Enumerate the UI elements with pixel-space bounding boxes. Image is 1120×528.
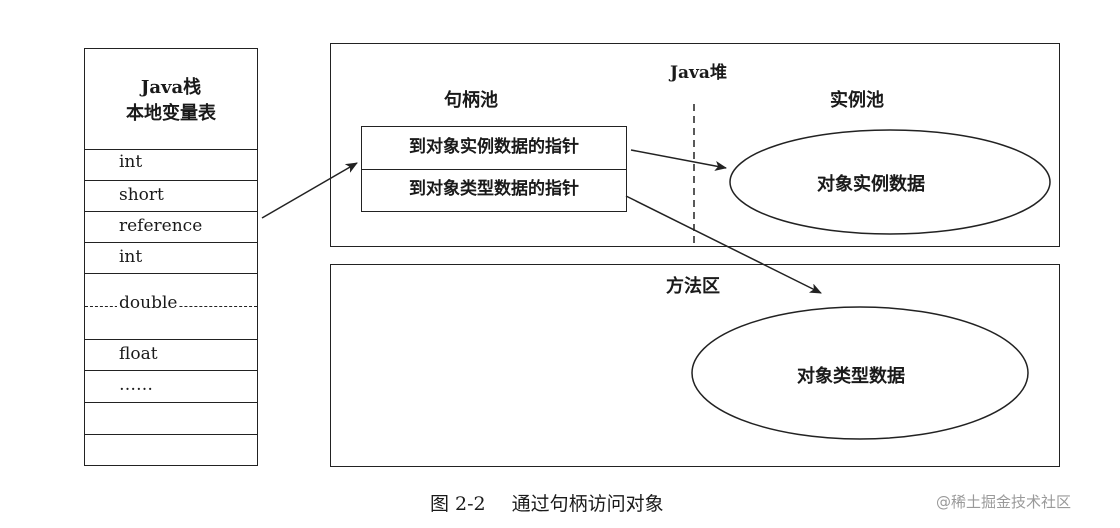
stack-slot-empty	[85, 403, 257, 435]
java-stack: Java栈 本地变量表 int short reference int doub…	[84, 48, 258, 466]
type-data-label: 对象类型数据	[797, 366, 905, 387]
java-heap-title: Java堆	[670, 63, 727, 83]
java-heap	[330, 43, 1060, 247]
handle-pool: 到对象实例数据的指针 到对象类型数据的指针	[361, 126, 627, 212]
type-data-ellipse	[691, 306, 1029, 440]
stack-slot-double: double	[85, 274, 257, 340]
instance-data-ellipse	[729, 129, 1051, 235]
stack-slot-int-2: int	[85, 243, 257, 274]
instance-data-label: 对象实例数据	[817, 174, 925, 195]
figure-caption: 图 2-2 通过句柄访问对象	[430, 489, 664, 516]
figure-number: 图 2-2	[430, 493, 486, 515]
instance-pointer-row: 到对象实例数据的指针	[362, 127, 626, 170]
stack-slot-int: int	[85, 150, 257, 181]
instance-pool-title: 实例池	[830, 90, 884, 111]
stack-slot-float: float	[85, 340, 257, 371]
handle-pool-title: 句柄池	[444, 90, 498, 111]
type-pointer-arrow	[625, 195, 822, 294]
stack-slot-short: short	[85, 181, 257, 212]
instance-pointer-arrow	[630, 149, 727, 171]
type-pointer-row: 到对象类型数据的指针	[409, 179, 579, 199]
stack-slot-ellipsis: ……	[85, 371, 257, 403]
stack-title: Java栈	[140, 77, 202, 98]
stack-header: Java栈 本地变量表	[85, 49, 257, 150]
method-area-title: 方法区	[666, 276, 720, 297]
local-variable-table-title: 本地变量表	[126, 103, 216, 124]
stack-slot-reference: reference	[85, 212, 257, 243]
figure-caption-text: 通过句柄访问对象	[511, 493, 664, 515]
method-area	[330, 264, 1060, 467]
reference-arrow	[261, 162, 358, 219]
watermark: @稀土掘金技术社区	[936, 493, 1072, 511]
